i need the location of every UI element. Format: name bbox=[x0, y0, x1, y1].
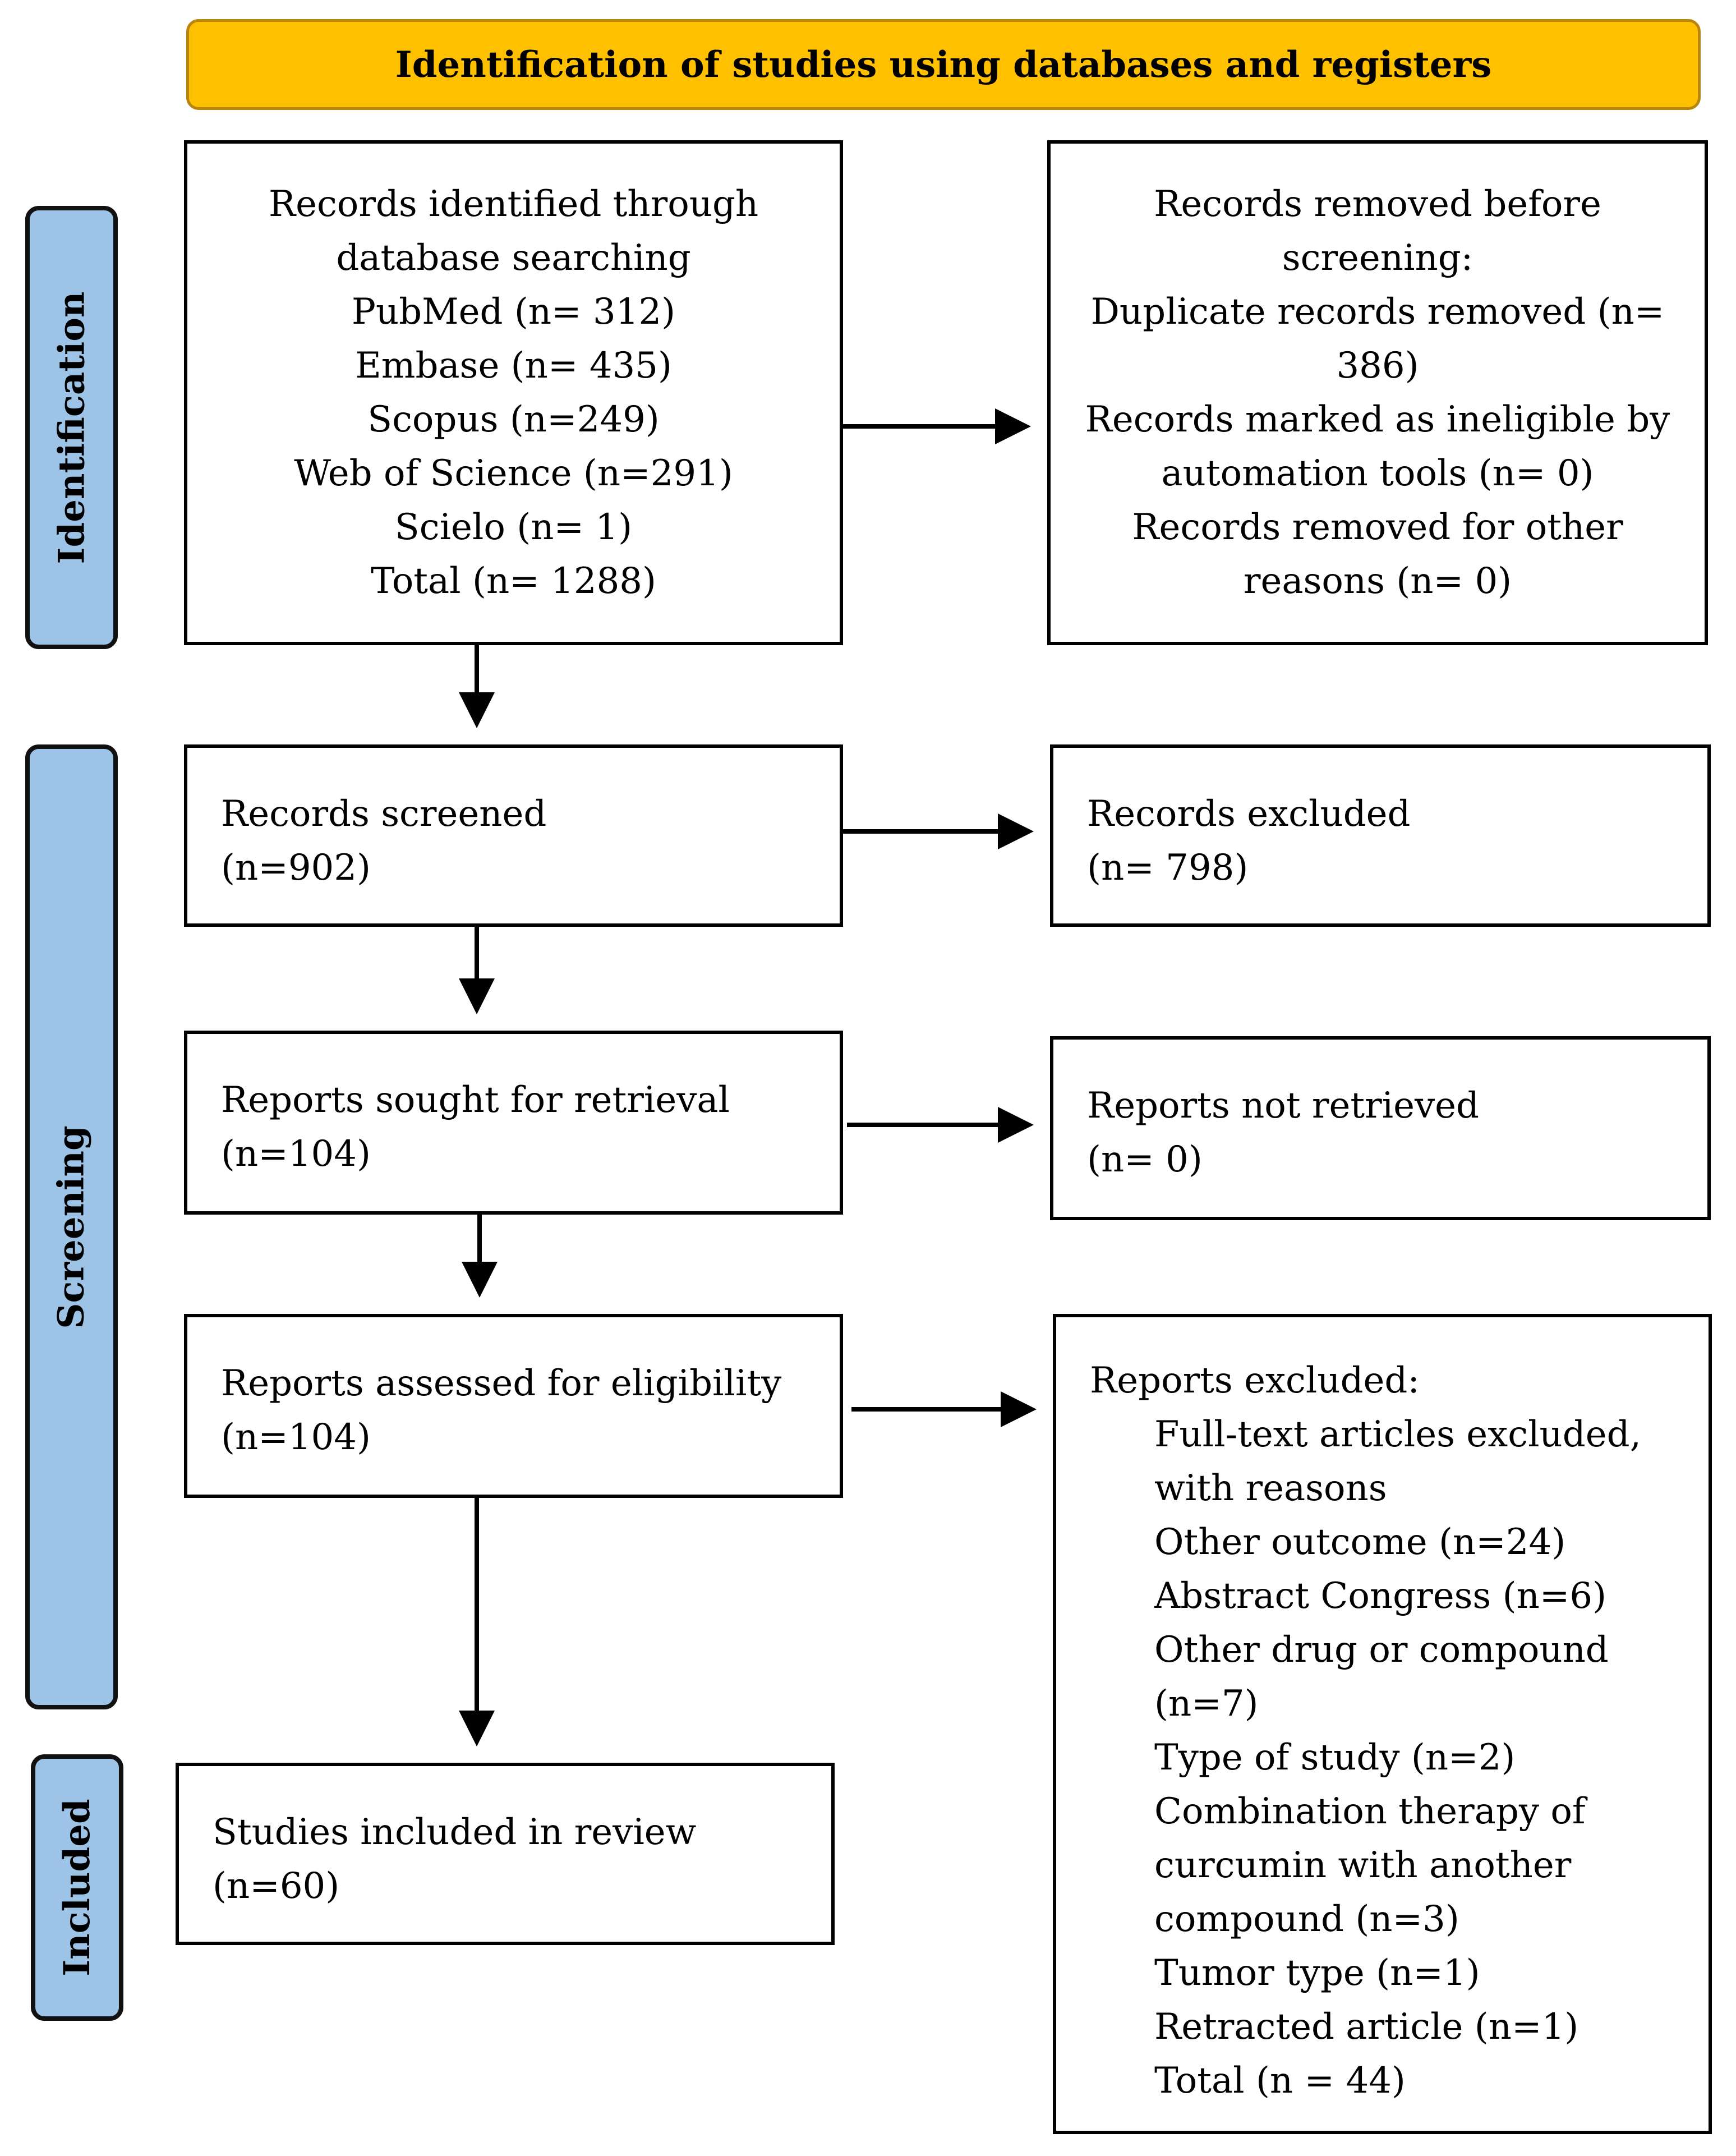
studies-included-box: Studies included in review (n=60) bbox=[176, 1763, 835, 1945]
reports-sought-box: Reports sought for retrieval (n=104) bbox=[184, 1031, 843, 1215]
exclusion-reason: Full-text articles excluded, bbox=[1154, 1414, 1641, 1455]
records-screened-count: (n=902) bbox=[221, 847, 371, 889]
reports-assessed-box: Reports assessed for eligibility (n=104) bbox=[184, 1314, 843, 1498]
exclusion-reason: Other outcome (n=24) bbox=[1154, 1521, 1566, 1563]
identified-line: Scielo (n= 1) bbox=[394, 507, 633, 548]
reports-assessed-label: Reports assessed for eligibility bbox=[221, 1363, 782, 1404]
exclusion-reason: Abstract Congress (n=6) bbox=[1154, 1575, 1607, 1617]
exclusion-reasons-list: Full-text articles excluded, with reason… bbox=[1090, 1408, 1709, 2108]
exclusion-reason: Retracted article (n=1) bbox=[1154, 2006, 1579, 2048]
records-removed-box: Records removed before screening: Duplic… bbox=[1047, 140, 1708, 645]
records-screened-box: Records screened (n=902) bbox=[184, 744, 843, 927]
exclusion-reason: with reasons bbox=[1154, 1468, 1387, 1509]
records-identified-box: Records identified through database sear… bbox=[184, 140, 843, 645]
exclusion-reason: Combination therapy of bbox=[1154, 1791, 1586, 1832]
removed-line: Duplicate records removed (n= bbox=[1090, 291, 1665, 333]
phase-identification: Identification bbox=[25, 206, 118, 649]
reports-assessed-count: (n=104) bbox=[221, 1417, 371, 1458]
reports-excluded-box: Reports excluded: Full-text articles exc… bbox=[1053, 1314, 1712, 2134]
reports-not-retrieved-box: Reports not retrieved (n= 0) bbox=[1050, 1036, 1711, 1220]
reports-sought-count: (n=104) bbox=[221, 1133, 371, 1175]
records-screened-label: Records screened bbox=[221, 793, 547, 835]
exclusion-reason: compound (n=3) bbox=[1154, 1898, 1459, 1940]
reports-excluded-title: Reports excluded: bbox=[1090, 1360, 1420, 1401]
header-banner: Identification of studies using database… bbox=[186, 19, 1701, 110]
removed-line: screening: bbox=[1282, 237, 1473, 279]
records-excluded-label: Records excluded bbox=[1087, 793, 1411, 835]
studies-included-count: (n=60) bbox=[213, 1865, 340, 1907]
removed-line: automation tools (n= 0) bbox=[1161, 453, 1594, 494]
identified-line: Web of Science (n=291) bbox=[294, 453, 733, 494]
exclusion-reason: Other drug or compound bbox=[1154, 1629, 1609, 1671]
studies-included-label: Studies included in review bbox=[213, 1812, 697, 1853]
exclusion-reason: curcumin with another bbox=[1154, 1845, 1572, 1886]
removed-line: 386) bbox=[1336, 345, 1419, 387]
reports-not-retrieved-label: Reports not retrieved bbox=[1087, 1085, 1479, 1127]
phase-screening: Screening bbox=[25, 744, 118, 1709]
removed-line: Records removed for other bbox=[1132, 507, 1623, 548]
identified-line: Scopus (n=249) bbox=[367, 399, 660, 440]
removed-line: Records removed before bbox=[1154, 183, 1601, 225]
exclusion-reason: (n=7) bbox=[1154, 1683, 1259, 1725]
phase-included: Included bbox=[31, 1754, 123, 2021]
exclusion-reason: Total (n = 44) bbox=[1154, 2060, 1406, 2102]
identified-line: Total (n= 1288) bbox=[371, 560, 656, 602]
exclusion-reason: Type of study (n=2) bbox=[1154, 1737, 1516, 1778]
identified-line: Embase (n= 435) bbox=[355, 345, 672, 387]
header-title: Identification of studies using database… bbox=[395, 43, 1492, 86]
identified-line: Records identified through bbox=[268, 183, 759, 225]
records-excluded-box: Records excluded (n= 798) bbox=[1050, 744, 1711, 927]
reports-not-retrieved-count: (n= 0) bbox=[1087, 1139, 1203, 1180]
removed-line: reasons (n= 0) bbox=[1243, 560, 1512, 602]
identified-line: database searching bbox=[336, 237, 691, 279]
exclusion-reason: Tumor type (n=1) bbox=[1154, 1952, 1480, 1994]
reports-sought-label: Reports sought for retrieval bbox=[221, 1079, 730, 1121]
removed-line: Records marked as ineligible by bbox=[1085, 399, 1670, 440]
identified-line: PubMed (n= 312) bbox=[351, 291, 676, 333]
records-excluded-count: (n= 798) bbox=[1087, 847, 1249, 889]
